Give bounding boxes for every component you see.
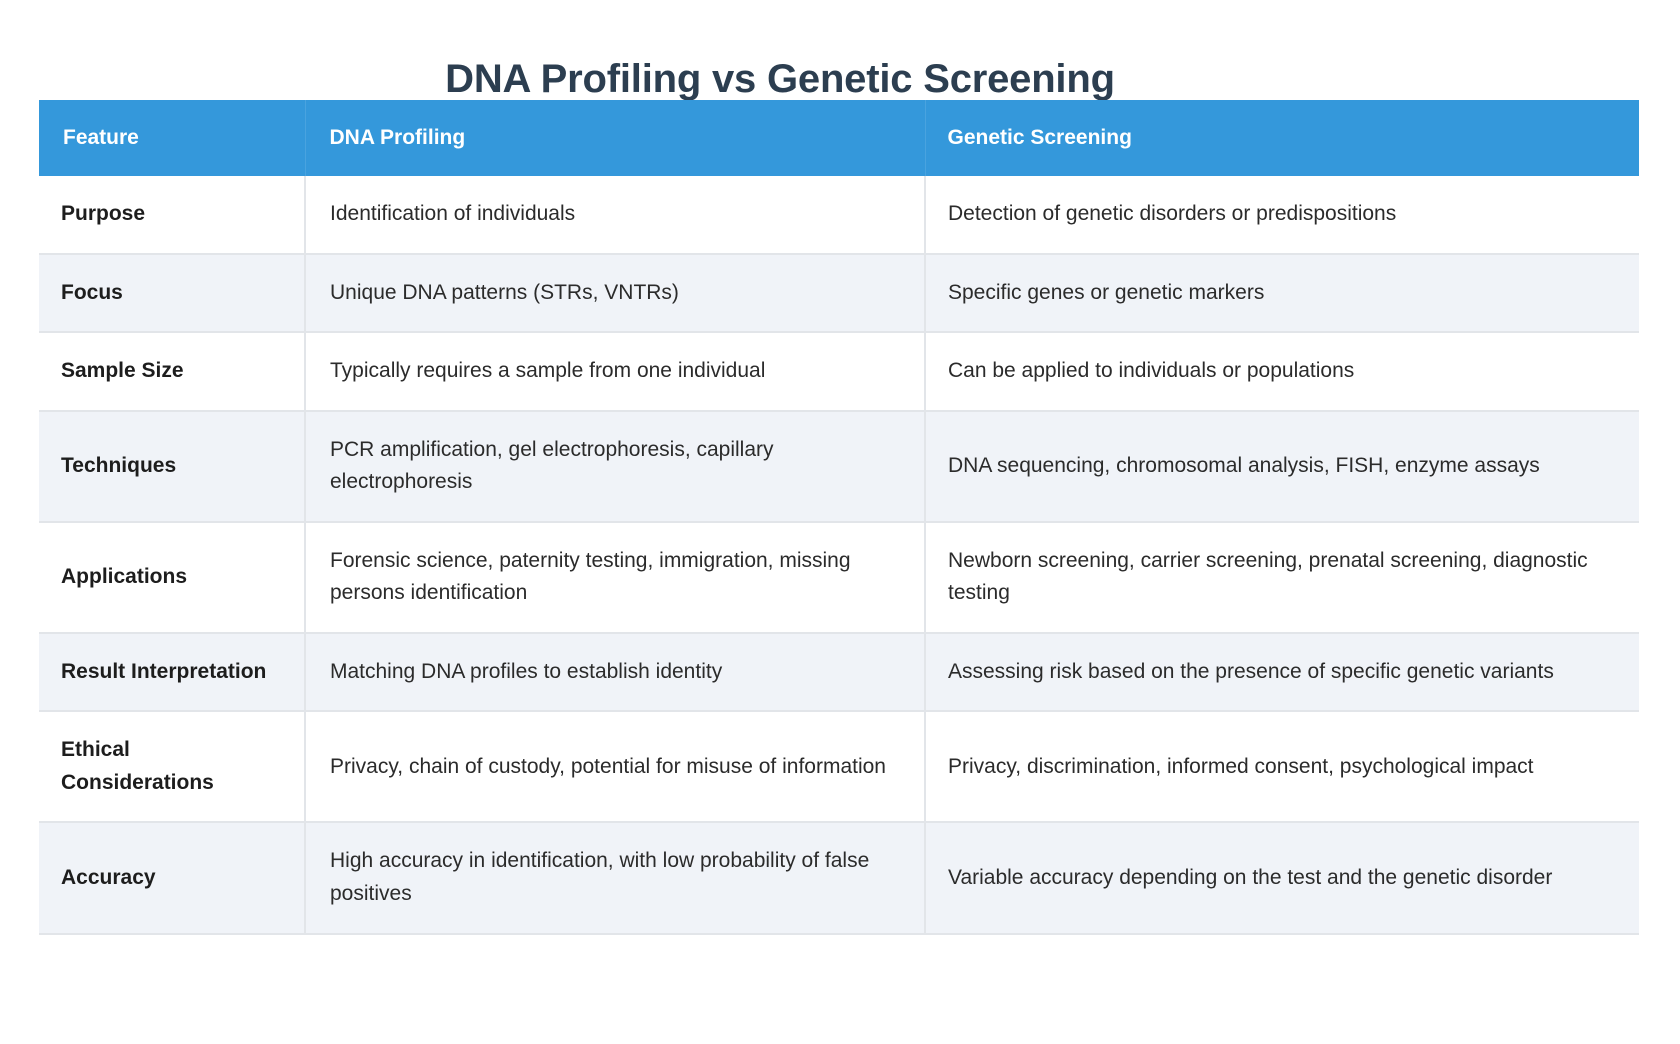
cell-feature: Focus <box>39 253 306 334</box>
cell-genetic-screening: Newborn screening, carrier screening, pr… <box>925 521 1639 634</box>
cell-genetic-screening: Assessing risk based on the presence of … <box>925 632 1639 713</box>
table-header-row: Feature DNA Profiling Genetic Screening <box>39 100 1639 176</box>
cell-dna-profiling: Typically requires a sample from one ind… <box>305 332 926 412</box>
cell-dna-profiling: Matching DNA profiles to establish ident… <box>305 632 926 713</box>
cell-dna-profiling: High accuracy in identification, with lo… <box>305 822 926 935</box>
comparison-table: Feature DNA Profiling Genetic Screening … <box>39 100 1639 935</box>
cell-feature: Result Interpretation <box>39 632 306 713</box>
cell-feature: Ethical Considerations <box>39 711 306 824</box>
cell-dna-profiling: Unique DNA patterns (STRs, VNTRs) <box>305 253 926 334</box>
cell-genetic-screening: DNA sequencing, chromosomal analysis, FI… <box>925 410 1639 523</box>
cell-dna-profiling: Identification of individuals <box>305 176 926 255</box>
cell-genetic-screening: Can be applied to individuals or populat… <box>925 332 1639 412</box>
table-container: Feature DNA Profiling Genetic Screening … <box>39 100 1639 935</box>
column-header-dna-profiling[interactable]: DNA Profiling <box>305 100 926 176</box>
cell-genetic-screening: Detection of genetic disorders or predis… <box>925 176 1639 255</box>
cell-genetic-screening: Specific genes or genetic markers <box>925 253 1639 334</box>
column-header-genetic-screening[interactable]: Genetic Screening <box>925 100 1639 176</box>
page-title: DNA Profiling vs Genetic Screening <box>445 56 1115 101</box>
cell-genetic-screening: Variable accuracy depending on the test … <box>925 822 1639 935</box>
table-header: Feature DNA Profiling Genetic Screening <box>39 100 1639 176</box>
cell-dna-profiling: Forensic science, paternity testing, imm… <box>305 521 926 634</box>
cell-dna-profiling: PCR amplification, gel electrophoresis, … <box>305 410 926 523</box>
cell-feature: Accuracy <box>39 822 306 935</box>
cell-feature: Sample Size <box>39 332 306 412</box>
cell-feature: Techniques <box>39 410 306 523</box>
cell-feature: Applications <box>39 521 306 634</box>
cell-genetic-screening: Privacy, discrimination, informed consen… <box>925 711 1639 824</box>
column-header-feature[interactable]: Feature <box>39 100 306 176</box>
cell-feature: Purpose <box>39 176 306 255</box>
cell-dna-profiling: Privacy, chain of custody, potential for… <box>305 711 926 824</box>
